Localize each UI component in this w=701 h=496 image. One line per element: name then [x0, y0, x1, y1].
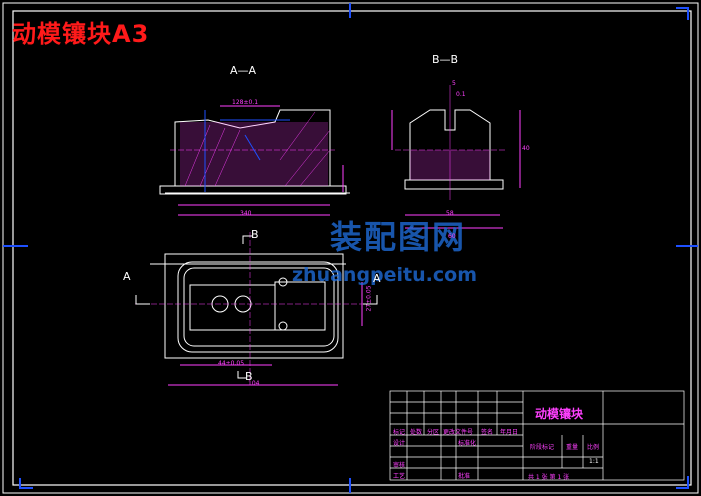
tb-weight: 重量 [566, 444, 579, 451]
watermark-text: 装配图网 [330, 218, 467, 256]
dim-bb-top2: 0.1 [456, 91, 466, 98]
tb-scale-value: 1:1 [589, 458, 599, 465]
cut-b-top-label: B [251, 228, 259, 241]
dim-plan-inner: 44±0.05 [218, 360, 245, 367]
section-aa-label: A—A [230, 64, 257, 77]
dim-aa-top: 128±0.1 [232, 99, 259, 106]
section-bb-view [391, 85, 521, 229]
tb-row1-2: 分区 [427, 429, 440, 436]
watermark-url: zhuangpeitu.com [292, 264, 477, 286]
tb-row1-5: 年月日 [500, 429, 519, 436]
section-aa-view [159, 105, 350, 216]
dim-bb-bottom2: 60 [448, 233, 456, 240]
dim-bb-bottom: 58 [446, 210, 454, 217]
section-bb-label: B—B [432, 53, 459, 66]
dim-plan-right: 27±0.05 [365, 285, 373, 312]
tb-designer: 设计 [393, 440, 406, 447]
dim-plan-width: 104 [248, 380, 260, 387]
tb-row1-0: 标记 [393, 429, 406, 436]
title-block [389, 390, 685, 481]
tb-row1-4: 签名 [481, 429, 494, 436]
tb-process: 工艺 [393, 473, 406, 480]
part-name: 动模镶块 [535, 407, 584, 421]
cut-a-left-label: A [123, 270, 131, 283]
tb-row1-3: 更改文件号 [443, 429, 474, 436]
drawing-title: 动模镶块A3 [12, 20, 150, 48]
cut-b-bottom-label: B [245, 370, 253, 383]
tb-standard: 标准化 [458, 440, 477, 447]
cut-a-right-label: A [373, 272, 381, 285]
tb-stage: 阶段标记 [530, 444, 555, 451]
dim-aa-bottom: 340 [240, 210, 252, 217]
plan-view [135, 232, 378, 386]
tb-scale-label: 比例 [587, 444, 600, 451]
dim-bb-top1: 5 [452, 80, 456, 87]
tb-checker: 审核 [393, 462, 406, 469]
tb-approve: 批准 [458, 473, 471, 480]
inner-border [12, 10, 692, 486]
tb-sheet: 共 1 张 第 1 张 [528, 474, 570, 481]
centering-marks [3, 3, 698, 493]
dim-bb-right: 40 [522, 145, 530, 152]
tb-row1-1: 处数 [410, 429, 423, 436]
